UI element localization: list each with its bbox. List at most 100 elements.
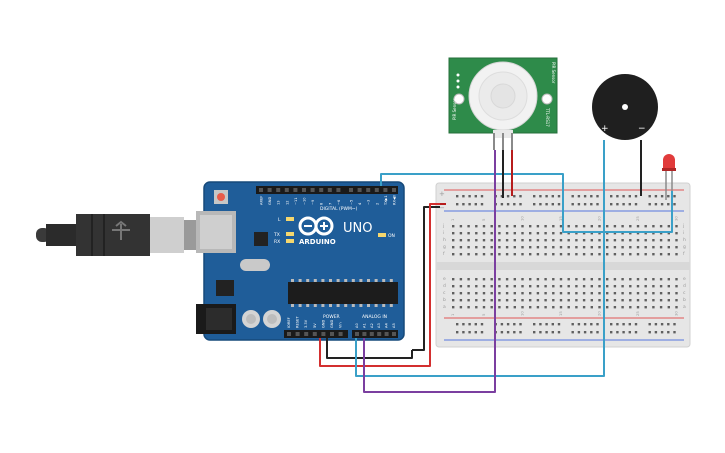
terminal-hole[interactable] (459, 285, 463, 288)
rail-hole[interactable] (628, 203, 631, 206)
terminal-hole[interactable] (475, 225, 478, 228)
terminal-hole[interactable] (567, 299, 570, 302)
terminal-hole[interactable] (482, 232, 486, 235)
terminal-hole[interactable] (621, 225, 624, 228)
rail-hole[interactable] (571, 331, 574, 334)
terminal-hole[interactable] (675, 285, 678, 288)
terminal-hole[interactable] (559, 253, 563, 256)
terminal-hole[interactable] (529, 225, 532, 228)
rail-hole[interactable] (500, 331, 504, 334)
rail-hole[interactable] (628, 195, 631, 198)
terminal-hole[interactable] (505, 253, 509, 256)
terminal-hole[interactable] (459, 299, 463, 302)
terminal-hole[interactable] (521, 299, 524, 302)
terminal-hole[interactable] (498, 285, 501, 288)
terminal-hole[interactable] (575, 278, 578, 281)
terminal-hole[interactable] (636, 239, 640, 242)
terminal-hole[interactable] (467, 232, 470, 235)
rail-hole[interactable] (654, 203, 658, 206)
terminal-hole[interactable] (459, 225, 463, 228)
terminal-hole[interactable] (598, 278, 601, 281)
terminal-hole[interactable] (544, 225, 547, 228)
terminal-hole[interactable] (467, 292, 470, 295)
terminal-hole[interactable] (552, 306, 555, 309)
terminal-hole[interactable] (644, 246, 647, 249)
rail-hole[interactable] (596, 203, 599, 206)
digital-pin-hole[interactable] (357, 188, 362, 192)
terminal-hole[interactable] (675, 253, 678, 256)
analog-pin-hole[interactable] (392, 332, 396, 336)
terminal-hole[interactable] (636, 285, 640, 288)
rail-hole[interactable] (616, 323, 619, 326)
rail-hole[interactable] (519, 203, 522, 206)
terminal-hole[interactable] (606, 299, 609, 302)
terminal-hole[interactable] (529, 232, 532, 235)
terminal-hole[interactable] (598, 239, 601, 242)
digital-pin-hole[interactable] (310, 188, 315, 192)
terminal-hole[interactable] (567, 239, 570, 242)
terminal-hole[interactable] (598, 306, 601, 309)
rail-hole[interactable] (596, 195, 599, 198)
terminal-hole[interactable] (606, 232, 609, 235)
rail-hole[interactable] (480, 323, 484, 326)
terminal-hole[interactable] (613, 232, 617, 235)
terminal-hole[interactable] (475, 285, 478, 288)
terminal-hole[interactable] (490, 306, 493, 309)
rail-hole[interactable] (648, 323, 651, 326)
terminal-hole[interactable] (559, 285, 563, 288)
terminal-hole[interactable] (652, 278, 655, 281)
terminal-hole[interactable] (598, 299, 601, 302)
rail-hole[interactable] (539, 323, 542, 326)
terminal-hole[interactable] (536, 292, 540, 295)
terminal-hole[interactable] (544, 278, 547, 281)
terminal-hole[interactable] (559, 306, 563, 309)
terminal-hole[interactable] (598, 246, 601, 249)
terminal-hole[interactable] (629, 246, 632, 249)
rail-hole[interactable] (583, 203, 587, 206)
terminal-hole[interactable] (452, 253, 455, 256)
terminal-hole[interactable] (521, 285, 524, 288)
analog-pin-hole[interactable] (362, 332, 367, 336)
terminal-hole[interactable] (613, 239, 617, 242)
terminal-hole[interactable] (567, 253, 570, 256)
terminal-hole[interactable] (629, 299, 632, 302)
terminal-hole[interactable] (667, 246, 670, 249)
terminal-hole[interactable] (659, 299, 663, 302)
rail-hole[interactable] (456, 195, 459, 198)
terminal-hole[interactable] (521, 225, 524, 228)
terminal-hole[interactable] (629, 253, 632, 256)
terminal-hole[interactable] (467, 285, 470, 288)
terminal-hole[interactable] (513, 239, 516, 242)
rail-hole[interactable] (660, 203, 664, 206)
terminal-hole[interactable] (652, 246, 655, 249)
terminal-hole[interactable] (459, 292, 463, 295)
rail-hole[interactable] (590, 195, 593, 198)
terminal-hole[interactable] (536, 306, 540, 309)
digital-pin-hole[interactable] (267, 188, 272, 192)
terminal-hole[interactable] (582, 232, 586, 235)
terminal-hole[interactable] (459, 306, 463, 309)
terminal-hole[interactable] (498, 278, 501, 281)
terminal-hole[interactable] (505, 292, 509, 295)
rail-hole[interactable] (634, 331, 638, 334)
rail-hole[interactable] (513, 323, 516, 326)
terminal-hole[interactable] (544, 239, 547, 242)
terminal-hole[interactable] (513, 232, 516, 235)
terminal-hole[interactable] (667, 225, 670, 228)
analog-pin-hole[interactable] (369, 332, 374, 336)
terminal-hole[interactable] (636, 292, 640, 295)
terminal-hole[interactable] (513, 225, 516, 228)
rail-hole[interactable] (513, 331, 516, 334)
terminal-hole[interactable] (621, 292, 624, 295)
rail-hole[interactable] (462, 323, 465, 326)
rail-hole[interactable] (583, 331, 587, 334)
terminal-hole[interactable] (629, 306, 632, 309)
terminal-hole[interactable] (629, 285, 632, 288)
rail-hole[interactable] (533, 331, 536, 334)
terminal-hole[interactable] (490, 246, 493, 249)
terminal-hole[interactable] (652, 306, 655, 309)
terminal-hole[interactable] (659, 232, 663, 235)
terminal-hole[interactable] (582, 239, 586, 242)
terminal-hole[interactable] (505, 232, 509, 235)
terminal-hole[interactable] (590, 278, 593, 281)
